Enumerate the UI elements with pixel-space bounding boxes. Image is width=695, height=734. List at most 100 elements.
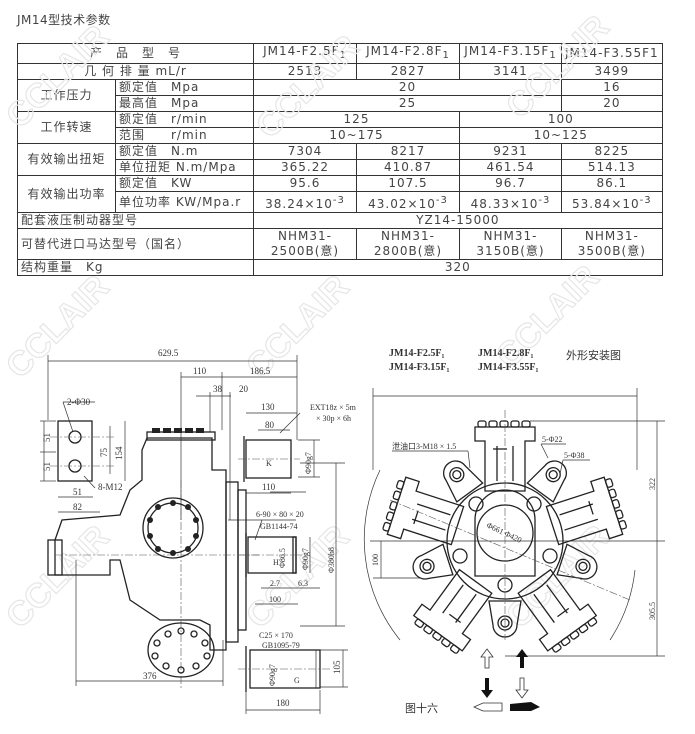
dim-label: 20	[239, 384, 249, 394]
dim-label: Φ86.5	[278, 548, 287, 568]
table-row-displacement: 几 何 排 量 mL/r 2513 2827 3141 3499	[17, 63, 663, 80]
shaft-h	[238, 533, 305, 577]
cell: NHM31-3150B(意)	[459, 228, 562, 260]
arrow-up-outline-icon	[480, 648, 494, 669]
central-hub	[389, 410, 631, 640]
dim-label: 130	[261, 402, 275, 412]
flange-bolts	[147, 500, 199, 556]
side-view: 629.5 110 186.5 38 20 2-Φ30 130 80 EXT18…	[40, 348, 357, 714]
dim-label: 2-Φ30	[67, 397, 91, 407]
model-cell: JM14-F3.15F1	[459, 43, 562, 64]
model-label: JM14-F2.5F₁	[389, 348, 444, 359]
model-label: JM14-F3.55F₁	[478, 362, 538, 373]
page-title: JM14型技术参数	[17, 13, 111, 27]
model-cell: JM14-F3.55F1	[561, 43, 663, 64]
mounting-lug	[442, 460, 484, 503]
dim-label: 2.7	[270, 579, 280, 588]
dim-label: 5-Φ22	[542, 435, 563, 444]
arrow-down-outline-icon	[515, 677, 529, 699]
dim-label: 305.5	[648, 602, 657, 620]
table-row-torque-rated: 有效输出扭矩 额定值 N.m 7304 8217 9231 8225	[17, 143, 663, 176]
sub-label: 额定值 KW	[115, 175, 254, 192]
watermark: CCLAIR	[249, 28, 367, 146]
mounting-plate	[50, 420, 115, 482]
mounting-lug	[412, 543, 454, 580]
shaft-g	[238, 646, 330, 692]
dim-label: 110	[262, 482, 276, 492]
dim-label: 180	[276, 698, 290, 708]
dim-label: 100	[269, 595, 281, 604]
dim-label: 8-M12	[98, 482, 123, 492]
front-view: JM14-F2.5F₁ JM14-F2.8F₁ JM14-F3.15F₁ JM1…	[363, 348, 665, 715]
model-label: JM14-F3.15F₁	[389, 362, 449, 373]
cell: 3499	[561, 63, 663, 80]
cylinder-arm	[412, 568, 493, 654]
dim-label: Φ90g7	[268, 664, 277, 686]
dim-label: 82	[73, 502, 82, 512]
dim-label: 5-Φ38	[564, 451, 585, 460]
dim-label: 376	[143, 671, 157, 681]
model-cell: JM14-F2.8F1	[356, 43, 460, 64]
key-note: 6-90 × 80 × 20	[256, 510, 304, 519]
cell: 2827	[356, 63, 460, 80]
shaft-label: H	[273, 558, 279, 567]
flow-arrows	[473, 648, 540, 712]
cell: 9231	[459, 143, 562, 160]
spline-note: × 30p × 6h	[316, 414, 351, 423]
drawing-heading: 外形安装图	[566, 348, 621, 362]
figure-label: 图十六	[405, 701, 438, 715]
bottom-flange-bolts	[151, 627, 211, 674]
sub-label: 额定值 N.m	[115, 143, 254, 160]
dim-label: 322	[648, 478, 657, 490]
dim-label: Φ90g7	[304, 452, 313, 474]
arrow-right-filled-icon	[510, 702, 540, 711]
row-label: 配套液压制动器型号	[17, 212, 254, 229]
shaft-label: K	[266, 459, 272, 468]
dim-label: 629.5	[158, 348, 179, 358]
table-row-weight: 结构重量 Kg 320	[17, 259, 663, 276]
mounting-lug	[556, 543, 598, 580]
dim-label: Φ90g7	[301, 548, 310, 570]
drain-note: 泄油口3-M18 × 1.5	[392, 441, 456, 451]
sub-label: 单位扭矩 N.m/Mpa	[115, 159, 254, 176]
front-dimension-lines	[363, 388, 665, 657]
dim-label: 80	[265, 420, 275, 430]
model-label: JM14-F2.8F₁	[478, 348, 533, 359]
row-label: 有效输出扭矩	[17, 143, 116, 176]
dim-label: 51	[42, 462, 52, 471]
cylinder-arm	[545, 476, 627, 546]
sub-label: 额定值 r/min	[115, 111, 254, 128]
dim-label: Φ380h8	[327, 547, 336, 573]
dim-label: 38	[213, 384, 223, 394]
dim-label: 105	[332, 660, 342, 674]
dim-label: 100	[371, 554, 380, 566]
watermark: CCLAIR	[499, 8, 617, 126]
dim-label: 6.3	[298, 579, 308, 588]
dim-label: 154	[114, 446, 124, 460]
shaft-label: G	[294, 676, 300, 685]
dim-label: 186.5	[250, 366, 271, 376]
cell: 8225	[561, 143, 663, 160]
spec-table: 产 品 型 号 JM14-F2.5F1 JM14-F2.8F1 JM14-F3.…	[17, 43, 663, 276]
cylinder-arm	[474, 420, 536, 492]
cell: 100	[459, 111, 663, 128]
shaft-k	[238, 436, 300, 482]
spline-note: EXT18z × 5m	[310, 403, 357, 412]
cell: 8217	[356, 143, 460, 160]
table-row-brake: 配套液压制动器型号 YZ14-15000	[17, 212, 663, 229]
cylinder-arms	[382, 420, 627, 654]
model-cell: JM14-F2.5F1	[253, 43, 357, 64]
row-label: 工作压力	[17, 79, 116, 112]
cell: NHM31-2500B(意)	[253, 228, 357, 260]
table-row-model: 产 品 型 号 JM14-F2.5F1 JM14-F2.8F1 JM14-F3.…	[17, 43, 663, 64]
watermark: CCLAIR	[0, 18, 116, 136]
key-note: GB1144-74	[260, 522, 297, 531]
watermarks: CCLAIR CCLAIR CCLAIR CCLAIR CCLAIR CCLAI…	[0, 7, 617, 636]
motor-body	[47, 428, 260, 690]
arrow-up-filled-icon	[516, 649, 528, 668]
watermark: CCLAIR	[0, 518, 116, 636]
mounting-lug	[526, 460, 568, 503]
key-note: C25 × 170	[259, 631, 293, 640]
sub-label: 单位功率 KW/Mpa.r	[115, 191, 254, 213]
